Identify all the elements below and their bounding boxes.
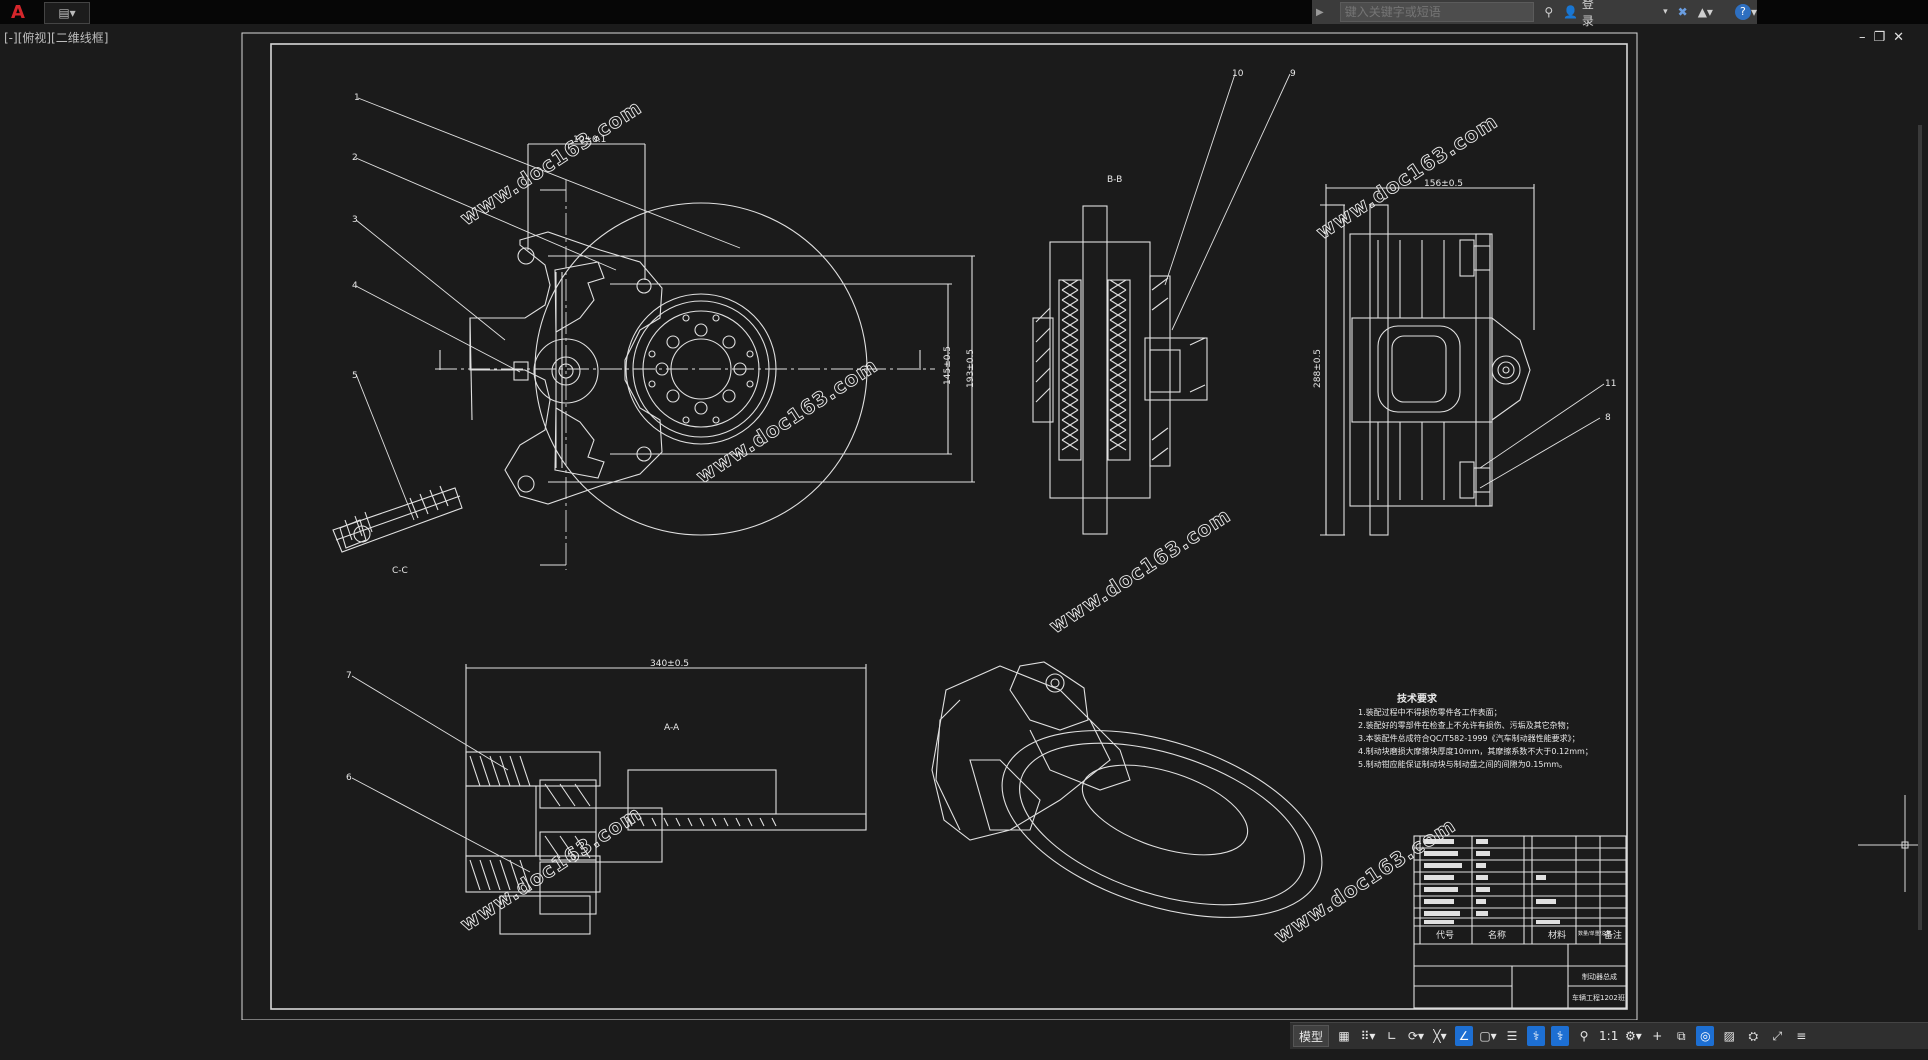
balloon-3: 3 [352, 215, 358, 225]
title-bar: A ▤▾ ▶ ⚲ 👤 登录 ▾ ✖ ▲▾ ?▾ [0, 0, 1928, 28]
object-snap-icon[interactable]: ▢▾ [1479, 1029, 1497, 1043]
model-space-button[interactable]: 模型 [1293, 1025, 1330, 1047]
watermark-1: www.doc163.com [456, 95, 646, 230]
title-block-note-header: 备注 [1604, 929, 1622, 941]
drawing-window-controls: – ❐ ✕ [1859, 30, 1904, 45]
annotation-visibility-icon[interactable]: ⚕ [1527, 1026, 1546, 1046]
parts-list-entries [1424, 839, 1560, 924]
title-block-code-header: 代号 [1436, 930, 1454, 941]
snap-icon[interactable]: ⠿▾ [1360, 1029, 1376, 1043]
login-label: 登录 [1581, 0, 1594, 28]
title-block-name-header: 名称 [1488, 929, 1506, 941]
search-binoculars-icon[interactable]: ⚲ [1544, 5, 1554, 19]
balloon-10: 10 [1232, 69, 1244, 79]
infocenter-bar: ▶ ⚲ 👤 登录 ▾ ✖ ▲▾ ?▾ [1312, 0, 1757, 28]
crosshair-pickbox [1901, 841, 1909, 849]
balloon-8: 8 [1605, 413, 1611, 423]
expand-arrow-icon[interactable]: ▶ [1316, 6, 1324, 18]
help-icon: ? [1734, 4, 1751, 20]
balloon-1: 1 [354, 93, 360, 103]
dimension-3: 193±0.5 [966, 349, 976, 388]
viewport-controls-label[interactable]: [-][俯视][二维线框] [4, 31, 109, 45]
dimension-5: 288±0.5 [1313, 349, 1323, 388]
clean-screen-icon[interactable]: ⛭ [1748, 1028, 1759, 1043]
title-block-material-header: 材料 [1548, 929, 1566, 941]
dimension-2: 145±0.5 [943, 346, 953, 385]
balloon-2: 2 [352, 153, 358, 163]
view-label-cc: C-C [392, 566, 408, 576]
dimension-1: 10±0.1 [573, 135, 606, 145]
ortho-icon[interactable]: ∟ [1386, 1029, 1398, 1043]
keyword-search-input[interactable] [1339, 2, 1535, 22]
title-block-drawing-name: 制动器总成 [1582, 972, 1617, 981]
annotation-scale-icon[interactable]: ⚲ [1579, 1029, 1589, 1043]
tech-note-2: 2.装配好的零部件在检查上不允许有损伤、污垢及其它杂物； [1358, 720, 1574, 730]
hardware-acceleration-icon[interactable]: ◎ [1696, 1026, 1715, 1046]
watermark-2: www.doc163.com [692, 353, 882, 488]
polar-tracking-icon[interactable]: ⟳▾ [1407, 1029, 1425, 1043]
exchange-icon[interactable]: ✖ [1677, 5, 1688, 19]
leader-lines [351, 73, 1605, 873]
view-label-aa: A-A [664, 723, 680, 733]
close-icon[interactable]: ✕ [1893, 30, 1904, 45]
balloon-5: 5 [352, 371, 358, 381]
watermark-3: www.doc163.com [1045, 503, 1235, 638]
sheet-inner-frame [270, 43, 1628, 1010]
autodesk-app-icon[interactable]: ▲▾ [1697, 5, 1713, 19]
section-markers [439, 189, 921, 566]
watermark-5: www.doc163.com [456, 801, 646, 936]
autocad-logo-icon: A [11, 1, 25, 23]
balloon-11: 11 [1605, 379, 1616, 389]
isolate-objects-icon[interactable]: ▨ [1723, 1029, 1735, 1043]
customization-menu-icon[interactable]: ≡ [1796, 1029, 1807, 1043]
title-block-school: 车辆工程1202班 [1572, 993, 1625, 1002]
quick-access-toolbar-button[interactable]: ▤▾ [44, 2, 90, 24]
main-view-centerlines [435, 180, 935, 570]
section-aa-view [465, 664, 867, 935]
title-block [1413, 835, 1627, 1009]
dimension-4: 156±0.5 [1424, 179, 1463, 189]
fullscreen-icon[interactable]: ⤢ [1772, 1028, 1783, 1043]
section-cc-detail [332, 485, 463, 553]
grid-icon[interactable]: ▦ [1338, 1029, 1350, 1043]
auto-scale-icon[interactable]: ⚕ [1551, 1026, 1570, 1046]
watermark-6: www.doc163.com [1270, 813, 1460, 948]
application-menu-button[interactable]: A [0, 0, 36, 24]
quick-access-icon: ▤▾ [58, 6, 76, 20]
units-icon[interactable]: ⧉ [1677, 1028, 1686, 1043]
tech-note-1: 1.装配过程中不得损伤零件各工作表面； [1358, 707, 1502, 717]
tech-note-3: 3.本装配件总成符合QC/T582-1999《汽车制动器性能要求》； [1358, 733, 1580, 743]
balloon-9: 9 [1290, 69, 1296, 79]
tech-note-4: 4.制动块磨损大摩擦块厚度10mm，其摩擦系数不大于0.12mm； [1358, 746, 1593, 756]
side-view-caliper [1320, 184, 1535, 536]
status-bar-tools: 模型 ▦ ⠿▾ ∟ ⟳▾ ╳▾ ∠ ▢▾ ☰ ⚕ ⚕ ⚲ 1:1 ⚙▾ + ⧉ … [1290, 1022, 1928, 1049]
dimension-6: 340±0.5 [650, 659, 689, 669]
isodraft-icon[interactable]: ╳▾ [1433, 1029, 1447, 1043]
tech-requirements-title: 技术要求 [1397, 692, 1438, 705]
minimize-icon[interactable]: – [1858, 30, 1866, 45]
help-button[interactable]: ?▾ [1734, 4, 1757, 20]
view-label-bb: B-B [1107, 175, 1122, 185]
annotation-scale-value[interactable]: 1:1 [1599, 1029, 1619, 1043]
workspace-gear-icon[interactable]: ⚙▾ [1624, 1029, 1642, 1043]
annotation-monitor-icon[interactable]: + [1652, 1029, 1663, 1043]
title-block-qty-header: 数量/单重/总重 [1578, 930, 1611, 937]
lineweight-icon[interactable]: ☰ [1506, 1029, 1518, 1043]
user-icon: 👤 [1563, 5, 1579, 19]
section-bb-view [1032, 205, 1208, 535]
balloon-4: 4 [352, 281, 358, 291]
tech-note-5: 5.制动钳应能保证制动块与制动盘之间的间隙为0.15mm。 [1358, 759, 1567, 769]
login-dropdown-icon[interactable]: ▾ [1663, 7, 1668, 17]
restore-icon[interactable]: ❐ [1873, 30, 1886, 45]
watermark-4: www.doc163.com [1312, 109, 1502, 244]
balloon-7: 7 [346, 671, 352, 681]
balloon-6: 6 [346, 773, 352, 783]
login-button[interactable]: 👤 登录 ▾ [1563, 0, 1668, 29]
object-snap-tracking-icon[interactable]: ∠ [1455, 1026, 1474, 1046]
isometric-view [931, 661, 1323, 918]
